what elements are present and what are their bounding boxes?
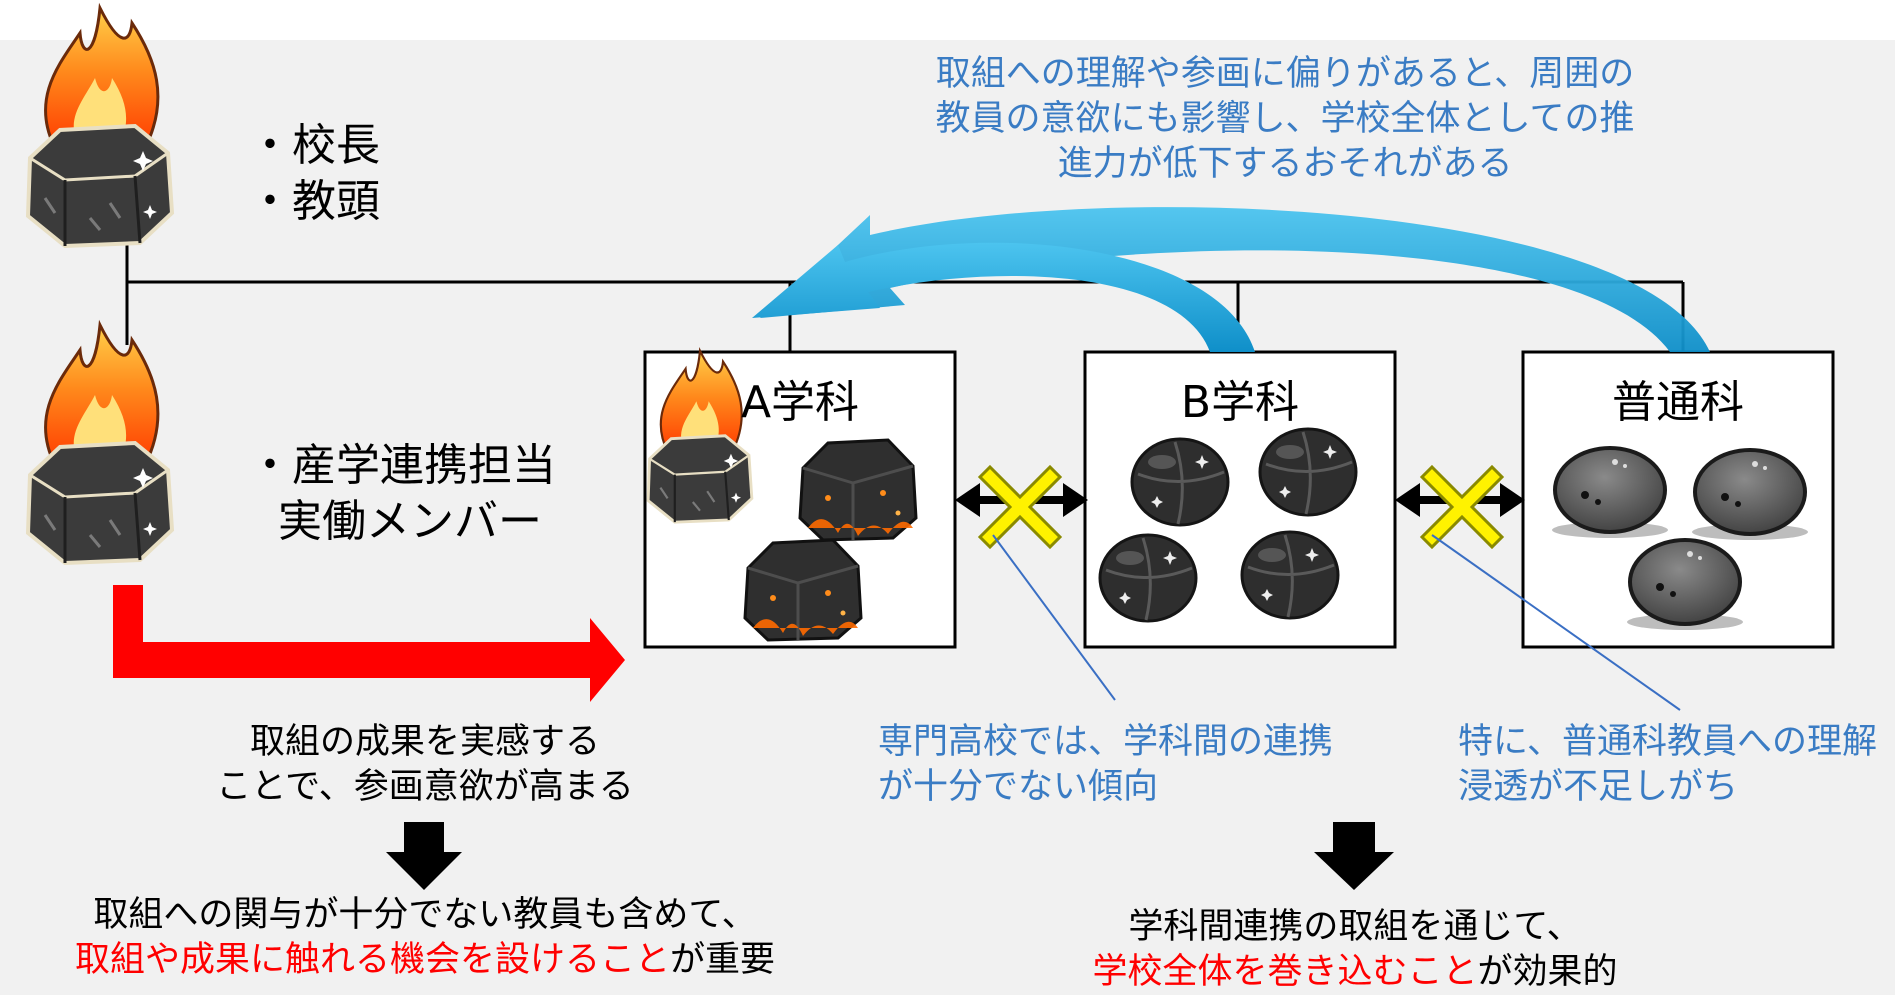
left-conclusion-line2: 取組や成果に触れる機会を設けることが重要 [30,938,820,983]
note-general: 特に、普通科教員への理解 浸透が不足しがち [1458,720,1877,810]
burning-coal-icon [26,323,174,565]
department-label-general: 普通科 [1612,377,1744,428]
left-conclusion-line1: 取組への関与が十分でない教員も含めて、 [93,895,757,935]
red-arrow [113,585,625,702]
stone-icon [1550,446,1670,540]
note-specialized: 専門高校では、学科間の連携 が十分でない傾向 [878,720,1333,810]
pointer-line-general [1431,534,1681,711]
top-note-line2: 教員の意欲にも影響し、学校全体としての推 [935,99,1635,139]
vice-principal-label: ・教頭 [248,176,380,227]
left-result: 取組の成果を実感する ことで、参画意欲が高まる [120,720,730,810]
top-note: 取組への理解や参画に偏りがあると、周囲の 教員の意欲にも影響し、学校全体としての… [935,52,1635,187]
note-general-line2: 浸透が不足しがち [1458,767,1739,807]
principal-label: ・校長 [248,120,380,171]
smoldering-coal-icon [743,538,863,642]
stone-icon [1625,538,1745,632]
coal-icon [1240,530,1340,620]
left-conclusion-highlight: 取組や成果に触れる機会を設けること [74,940,670,980]
right-conclusion-rest: が効果的 [1477,952,1618,992]
cross-mark-icon [1420,465,1504,549]
left-conclusion: 取組への関与が十分でない教員も含めて、 取組や成果に触れる機会を設けることが重要 [30,893,820,983]
coal-icon [1098,533,1198,623]
right-conclusion-line1: 学科間連携の取組を通じて、 [1128,907,1582,947]
coal-icon [1258,427,1358,517]
leadership-label: ・校長 ・教頭 [248,118,380,230]
right-conclusion: 学科間連携の取組を通じて、 学校全体を巻き込むことが効果的 [1000,905,1710,995]
note-general-line1: 特に、普通科教員への理解 [1458,722,1877,762]
burning-coal-icon [26,6,174,248]
right-conclusion-line2: 学校全体を巻き込むことが効果的 [1000,950,1710,995]
left-result-line1: 取組の成果を実感する [249,722,600,762]
members-label: ・産学連携担当 実働メンバー [248,438,556,550]
members-line1: ・産学連携担当 [248,440,556,491]
top-note-line1: 取組への理解や参画に偏りがあると、周囲の [935,54,1635,94]
down-arrow-left [386,822,462,890]
cross-mark-icon [978,465,1062,549]
stone-icon [1690,448,1810,542]
right-conclusion-highlight: 学校全体を巻き込むこと [1092,952,1478,992]
coal-icon [1130,437,1230,527]
curved-arrow-from-b [752,242,1255,352]
left-conclusion-rest: が重要 [670,940,776,980]
left-result-line2: ことで、参画意欲が高まる [216,767,634,807]
note-specialized-line1: 専門高校では、学科間の連携 [878,722,1334,762]
members-line2: 実働メンバー [278,496,542,547]
note-specialized-line2: が十分でない傾向 [878,767,1159,807]
top-note-line3: 進力が低下するおそれがある [1057,144,1513,184]
down-arrow-right [1314,822,1394,890]
department-label-b: B学科 [1180,377,1300,428]
department-label-a: A学科 [740,377,860,428]
smoldering-coal-icon [798,438,918,542]
pointer-line-specialized [992,534,1116,701]
